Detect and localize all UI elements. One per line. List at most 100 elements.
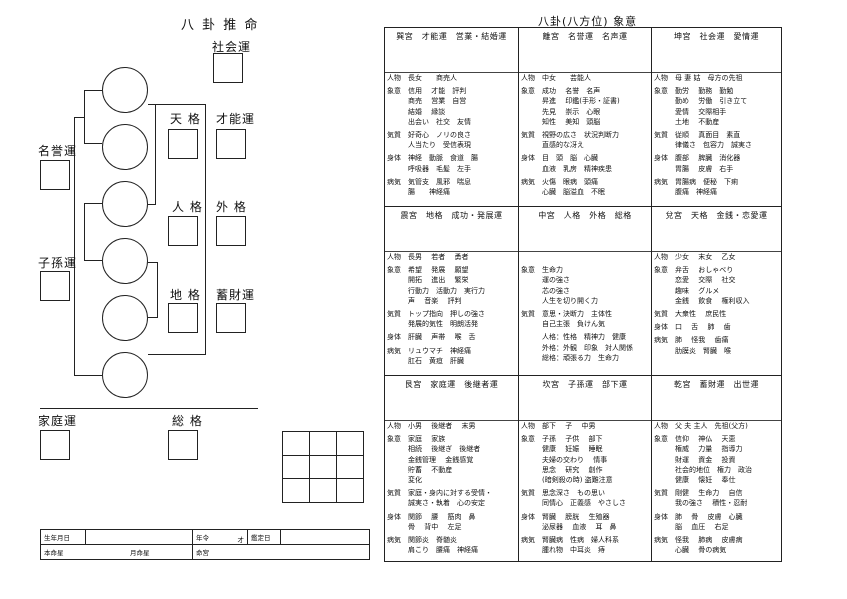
info-kantei-label: 鑑定日 — [247, 529, 281, 545]
section-heading: 象意 — [387, 87, 401, 96]
cell-body: 人物少女 末女 乙女象意弁舌 おしゃべり恋愛 交際 社交趣味 グルメ金銭 飲食 … — [654, 252, 780, 359]
section-body: 気管支 風邪 喘息腸 神経痛 — [408, 177, 517, 197]
box-chikuzai[interactable] — [216, 303, 246, 333]
circle-5 — [102, 295, 148, 341]
box-katei[interactable] — [40, 430, 70, 460]
section-heading: 人物 — [387, 253, 401, 261]
section-heading: 象意 — [521, 435, 535, 444]
box-soukaku[interactable] — [168, 430, 198, 460]
cell-separator — [385, 420, 518, 421]
box-meiyo[interactable] — [40, 160, 70, 190]
section-line: 子孫 子供 部下 — [542, 435, 603, 444]
section-line: 夫婦の交わり 情事 — [542, 455, 608, 464]
section-line: 外格：外観 印象 対人関係 — [542, 343, 633, 352]
section-line: リュウマチ 神経痛 — [408, 346, 471, 355]
section-body: 怪我 肺病 皮膚病心臓 骨の病気 — [675, 535, 780, 555]
cell-body: 人物中女 芸能人象意成功 名誉 名声昇進 印鑑(手形・証書)先見 崇示 心眼知性… — [521, 73, 650, 200]
section-heading: 象意 — [521, 266, 535, 275]
section-heading: 病気 — [654, 336, 668, 345]
section-line: 財運 資金 投資 — [675, 455, 736, 464]
bracket-line — [157, 262, 158, 317]
cell-section: 身体肺 骨 皮膚 心臓脳 血圧 右足 — [654, 512, 780, 532]
section-line: 大衆性 庶民性 — [675, 310, 727, 319]
section-heading: 気質 — [387, 310, 401, 319]
section-line: 行動力 活動力 実行力 — [408, 286, 485, 295]
box-jinkaku[interactable] — [168, 216, 198, 246]
cell-title: 坎宮 子孫運 部下運 — [542, 380, 628, 389]
section-heading: 人物 — [654, 422, 668, 430]
section-heading: 象意 — [654, 266, 668, 275]
section-body: 関節炎 脊髄炎肩こり 腰痛 神経痛 — [408, 535, 517, 555]
section-line: 愛情 交際相手 — [675, 107, 727, 116]
label-gaikaku: 外 格 — [216, 200, 247, 214]
cell-body: 人物父 夫 主人 先祖(父方) 象意信仰 神仏 天恵権威 力量 指導力財運 資金 … — [654, 421, 780, 558]
section-body: 勤労 勤務 勤勉勤め 労働 引き立て愛情 交際相手土地 不動産 — [675, 86, 780, 127]
cell-section: 人物小男 後継者 末男 — [387, 421, 517, 431]
section-line: 肋膜炎 腎臓 喉 — [675, 346, 731, 355]
info-honmei-label: 本命星 — [44, 549, 64, 557]
section-heading: 身体 — [654, 323, 668, 332]
section-line: 人当たり 受信表現 — [408, 141, 471, 150]
section-body: 思念深さ もの思い同情心 正義感 やさしさ — [542, 488, 650, 508]
section-line: 誠実さ・執着 心の安定 — [408, 499, 485, 508]
section-line: 信仰 神仏 天恵 — [675, 435, 736, 444]
label-soukaku: 総 格 — [172, 414, 203, 428]
box-gaikaku[interactable] — [216, 216, 246, 246]
section-line: 信用 才能 評判 — [408, 87, 467, 96]
section-line: 腹痛 神経痛 — [675, 188, 717, 197]
circle-1 — [102, 67, 148, 113]
section-line: ​ — [542, 252, 650, 262]
cell-section: 象意信仰 神仏 天恵権威 力量 指導力財運 資金 投資社会的地位 権力 政治健康… — [654, 434, 780, 485]
section-body: 父 夫 主人 先祖(父方) — [675, 421, 780, 431]
cell-section: 身体肝臓 声帯 喉 舌 — [387, 332, 517, 342]
cell-body: 人物長男 若者 勇者象意希望 発展 願望開拓 進出 繁栄行動力 活動力 実行力声… — [387, 252, 517, 369]
section-line: 昇進 印鑑(手形・証書) — [542, 97, 620, 106]
section-heading: 人物 — [521, 422, 535, 430]
info-kantei-value[interactable] — [280, 529, 370, 545]
circle-6 — [102, 352, 148, 398]
cell-section: 身体神経 動脈 食道 腸呼吸器 毛髪 左手 — [387, 153, 517, 173]
section-line: 父 夫 主人 先祖(父方) — [675, 422, 748, 430]
cell-section: 人物少女 末女 乙女 — [654, 252, 780, 262]
cell-section: 身体関節 腰 筋肉 鼻骨 背中 左足 — [387, 512, 517, 532]
section-line: 社会的地位 権力 政治 — [675, 465, 752, 474]
section-body: 人格：性格 精神力 健康外格：外観 印象 対人関係総格：頑張る力 生命力 — [542, 332, 650, 363]
section-body: 従順 真面目 素直律儀さ 包容力 誠実さ — [675, 130, 780, 150]
section-line: 胃腸病 便秘 下痢 — [675, 177, 738, 186]
info-honmei[interactable]: 本命星月命星 — [40, 544, 193, 560]
right-title: 八卦(八方位) 象意 — [538, 15, 638, 28]
section-heading: 身体 — [387, 333, 401, 342]
cell-section: 病気気管支 風邪 喘息腸 神経痛 — [387, 177, 517, 197]
section-line: 知性 美知 頭脳 — [542, 117, 601, 126]
bracket-line — [205, 104, 206, 354]
box-shison[interactable] — [40, 271, 70, 301]
cell-section: 身体目 頭 脳 心臓血液 乳房 精神疾患 — [521, 153, 650, 173]
info-birth-label: 生年月日 — [40, 529, 86, 545]
section-line: 運の強さ — [542, 276, 570, 285]
info-birth-value[interactable] — [85, 529, 193, 545]
box-shakai[interactable] — [213, 53, 243, 83]
section-line: 腹部 脾臓 消化器 — [675, 154, 741, 163]
section-body: 胃腸病 便秘 下痢腹痛 神経痛 — [675, 177, 780, 197]
label-katei: 家庭運 — [38, 414, 78, 428]
section-line: 肺 骨 皮膚 心臓 — [675, 512, 743, 521]
section-line: 我の強さ 積性・忍耐 — [675, 499, 748, 508]
bracket-line — [155, 104, 156, 205]
info-meigu[interactable]: 命宮 — [192, 544, 370, 560]
section-line: 直感的な冴え — [542, 141, 584, 150]
cell-section: 身体腹部 脾臓 消化器胃腸 皮膚 右手 — [654, 153, 780, 173]
cell-section: 気質視野の広さ 状況判断力直感的な冴え — [521, 130, 650, 150]
info-age-value[interactable]: 才 — [219, 529, 248, 545]
box-saino[interactable] — [216, 129, 246, 159]
section-line: 家庭 家族 — [408, 435, 446, 444]
nine-square-grid — [282, 431, 364, 503]
left-title: 八 卦 推 命 — [181, 18, 260, 33]
section-line: 好奇心 ノリの良さ — [408, 131, 471, 140]
section-line: 肛石 黄疸 肝臓 — [408, 356, 464, 365]
cell-section: 気質思念深さ もの思い同情心 正義感 やさしさ — [521, 488, 650, 508]
cell-section: 気質従順 真面目 素直律儀さ 包容力 誠実さ — [654, 130, 780, 150]
section-heading: 気質 — [654, 489, 668, 498]
box-tenkaku[interactable] — [168, 129, 198, 159]
box-chikaku[interactable] — [168, 303, 198, 333]
section-heading: 身体 — [387, 512, 401, 521]
